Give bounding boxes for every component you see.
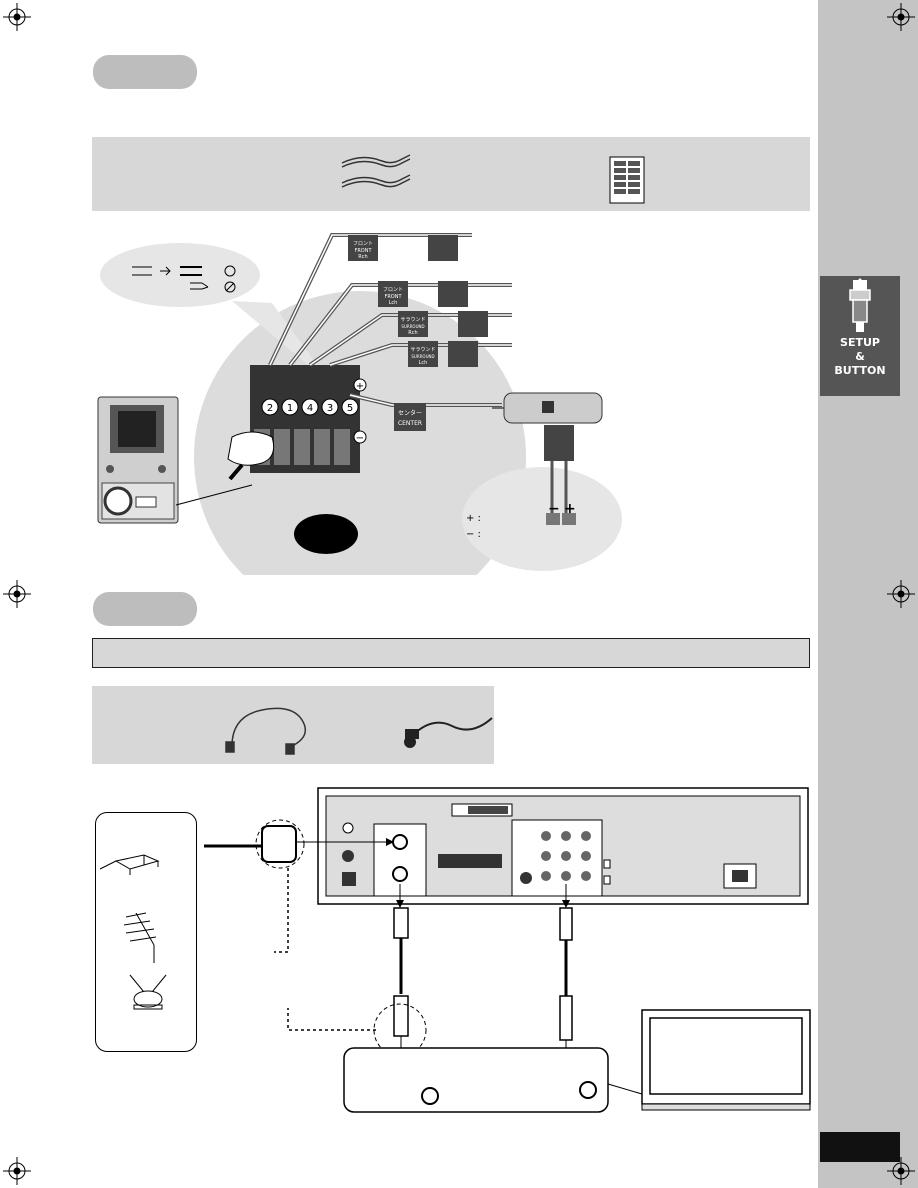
tag-rch: Rch bbox=[358, 254, 367, 260]
tag-front-l-jp: フロント bbox=[383, 287, 403, 293]
recorder-rear-panel bbox=[317, 787, 809, 905]
section-bar-tv bbox=[92, 638, 810, 668]
tag-center-jp: センター bbox=[398, 409, 422, 417]
button-label: BUTTON bbox=[834, 364, 886, 377]
legend-plus: + : bbox=[466, 513, 481, 524]
plug-icon bbox=[849, 278, 871, 332]
terminal-num-4: 4 bbox=[307, 403, 313, 414]
tag-surround-lch: Lch bbox=[419, 360, 428, 366]
hand-illustration bbox=[227, 431, 275, 466]
amp-label: & bbox=[855, 350, 865, 363]
antenna-options-box bbox=[95, 812, 197, 1052]
crop-mark-tl bbox=[3, 3, 31, 31]
tag-surround-l: SURROUND bbox=[411, 354, 434, 359]
plus-mark: + bbox=[356, 381, 364, 392]
crop-mark-bl bbox=[3, 1157, 31, 1185]
step-pill-tv bbox=[93, 592, 197, 626]
minus-mark: − bbox=[356, 433, 364, 444]
terminal-num-5: 5 bbox=[347, 403, 353, 414]
antenna-wall-outlet-icon bbox=[99, 854, 160, 875]
indoor-antenna-icon bbox=[129, 974, 167, 1010]
tag-center: CENTER bbox=[398, 420, 422, 427]
tag-front-l: FRONT bbox=[384, 294, 402, 300]
speaker-cable-icon bbox=[341, 154, 411, 188]
center-minus: − bbox=[548, 501, 560, 517]
terminal-num-2: 2 bbox=[267, 403, 273, 414]
recorder-rear-diagram bbox=[204, 787, 811, 1113]
callout-bubble bbox=[294, 514, 358, 554]
tag-front-r: FRONT bbox=[354, 248, 372, 254]
television bbox=[607, 1009, 811, 1111]
center-zoom-bubble bbox=[462, 467, 622, 571]
crop-mark-mr bbox=[887, 580, 915, 608]
accessory-panel-tv bbox=[92, 686, 494, 764]
legend-minus: − : bbox=[466, 529, 481, 540]
tag-surround-rch: Rch bbox=[408, 330, 417, 336]
subwoofer-illustration bbox=[97, 396, 179, 524]
setup-label: SETUP bbox=[840, 336, 880, 349]
sticker-sheet-icon bbox=[609, 156, 645, 204]
antenna-plug bbox=[261, 825, 297, 863]
terminal-num-1: 1 bbox=[287, 403, 293, 414]
cable-tags bbox=[348, 235, 488, 431]
terminal-num-3: 3 bbox=[327, 403, 333, 414]
tag-surround-r: SURROUND bbox=[401, 324, 424, 329]
crop-mark-tr bbox=[887, 3, 915, 31]
tag-lch: Lch bbox=[389, 300, 398, 306]
tag-front-r-jp: フロント bbox=[353, 241, 373, 247]
center-plus: + bbox=[564, 501, 576, 517]
page-number-box bbox=[820, 1132, 900, 1162]
outdoor-antenna-icon bbox=[123, 912, 157, 963]
tv-video-input bbox=[579, 1081, 597, 1099]
tv-inputs-box bbox=[343, 1047, 609, 1113]
tv-rf-input bbox=[421, 1087, 439, 1105]
video-cable-icon bbox=[404, 717, 493, 748]
accessory-panel-speakers bbox=[92, 137, 810, 211]
setup-button-tab[interactable]: SETUP & BUTTON bbox=[820, 276, 900, 396]
crop-mark-ml bbox=[3, 580, 31, 608]
tag-surround-r-jp: サラウンド bbox=[400, 316, 425, 323]
tag-surround-l-jp: サラウンド bbox=[410, 346, 435, 353]
speaker-connection-diagram: 2 1 4 3 5 + − フロント FRONT Rch フロント FRONT … bbox=[97, 233, 622, 575]
step-pill-speakers bbox=[93, 55, 197, 89]
crop-mark-br bbox=[887, 1157, 915, 1185]
rf-cable-icon bbox=[225, 707, 307, 755]
